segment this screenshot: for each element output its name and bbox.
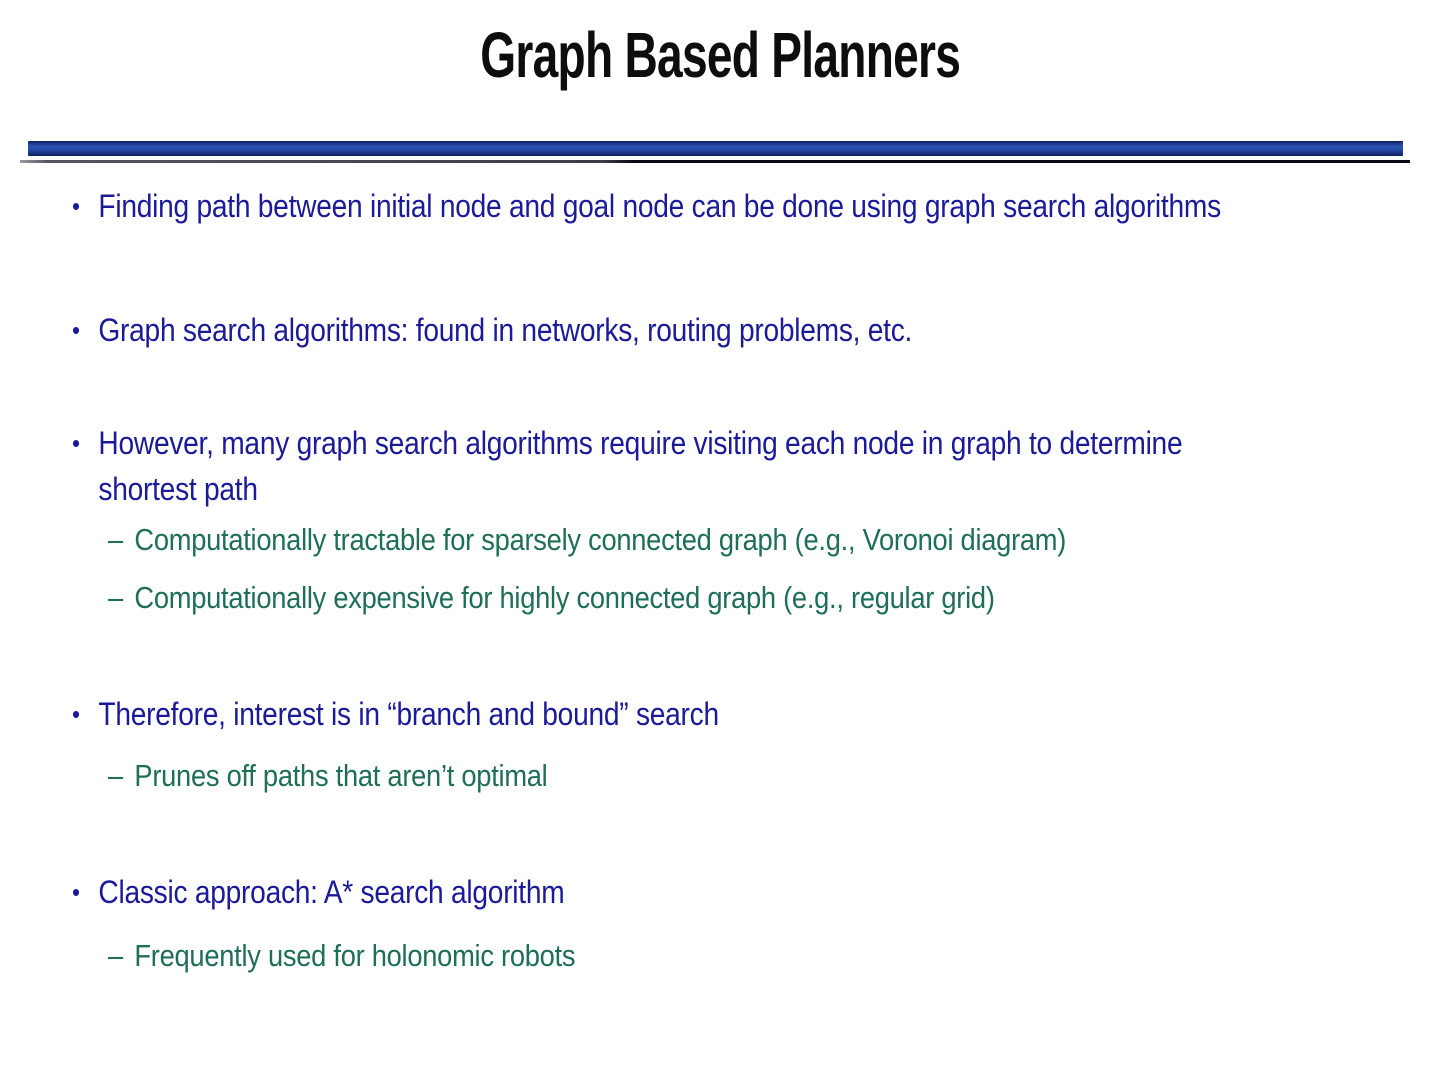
sub-bullet-text: Computationally tractable for sparsely c… (134, 522, 1067, 557)
sub-bullet-text: Computationally expensive for highly con… (134, 580, 995, 615)
divider-bar (28, 141, 1403, 156)
bullet-icon: • (72, 699, 80, 729)
bullet-text: Finding path between initial node and go… (98, 188, 1221, 224)
dash-icon: – (108, 938, 123, 973)
divider-line (20, 160, 1410, 163)
slide-header: Graph Based Planners (0, 19, 1440, 91)
sub-bullet-item: – Prunes off paths that aren’t optimal (108, 753, 1280, 799)
bullet-icon: • (72, 315, 80, 345)
bullet-icon: • (72, 191, 80, 221)
dash-icon: – (108, 580, 123, 615)
sub-bullet-item: – Computationally tractable for sparsely… (108, 517, 1280, 563)
sub-bullet-text: Frequently used for holonomic robots (134, 938, 576, 973)
slide-title: Graph Based Planners (480, 19, 961, 91)
sub-bullet-item: – Computationally expensive for highly c… (108, 575, 1280, 621)
bullet-item: • Finding path between initial node and … (72, 183, 1276, 229)
sub-bullet-text: Prunes off paths that aren’t optimal (134, 758, 548, 793)
bullet-text: However, many graph search algorithms re… (98, 425, 1183, 507)
dash-icon: – (108, 522, 123, 557)
bullet-text: Therefore, interest is in “branch and bo… (98, 696, 719, 732)
bullet-item: • Classic approach: A* search algorithm (72, 869, 1276, 915)
bullet-icon: • (72, 428, 80, 458)
bullet-item: • Graph search algorithms: found in netw… (72, 307, 1276, 353)
bullet-item: • However, many graph search algorithms … (72, 420, 1276, 512)
bullet-icon: • (72, 877, 80, 907)
dash-icon: – (108, 758, 123, 793)
bullet-text: Classic approach: A* search algorithm (98, 874, 565, 910)
sub-bullet-item: – Frequently used for holonomic robots (108, 933, 1280, 979)
bullet-text: Graph search algorithms: found in networ… (98, 312, 913, 348)
bullet-item: • Therefore, interest is in “branch and … (72, 691, 1276, 737)
slide-body: • Finding path between initial node and … (0, 162, 1440, 979)
